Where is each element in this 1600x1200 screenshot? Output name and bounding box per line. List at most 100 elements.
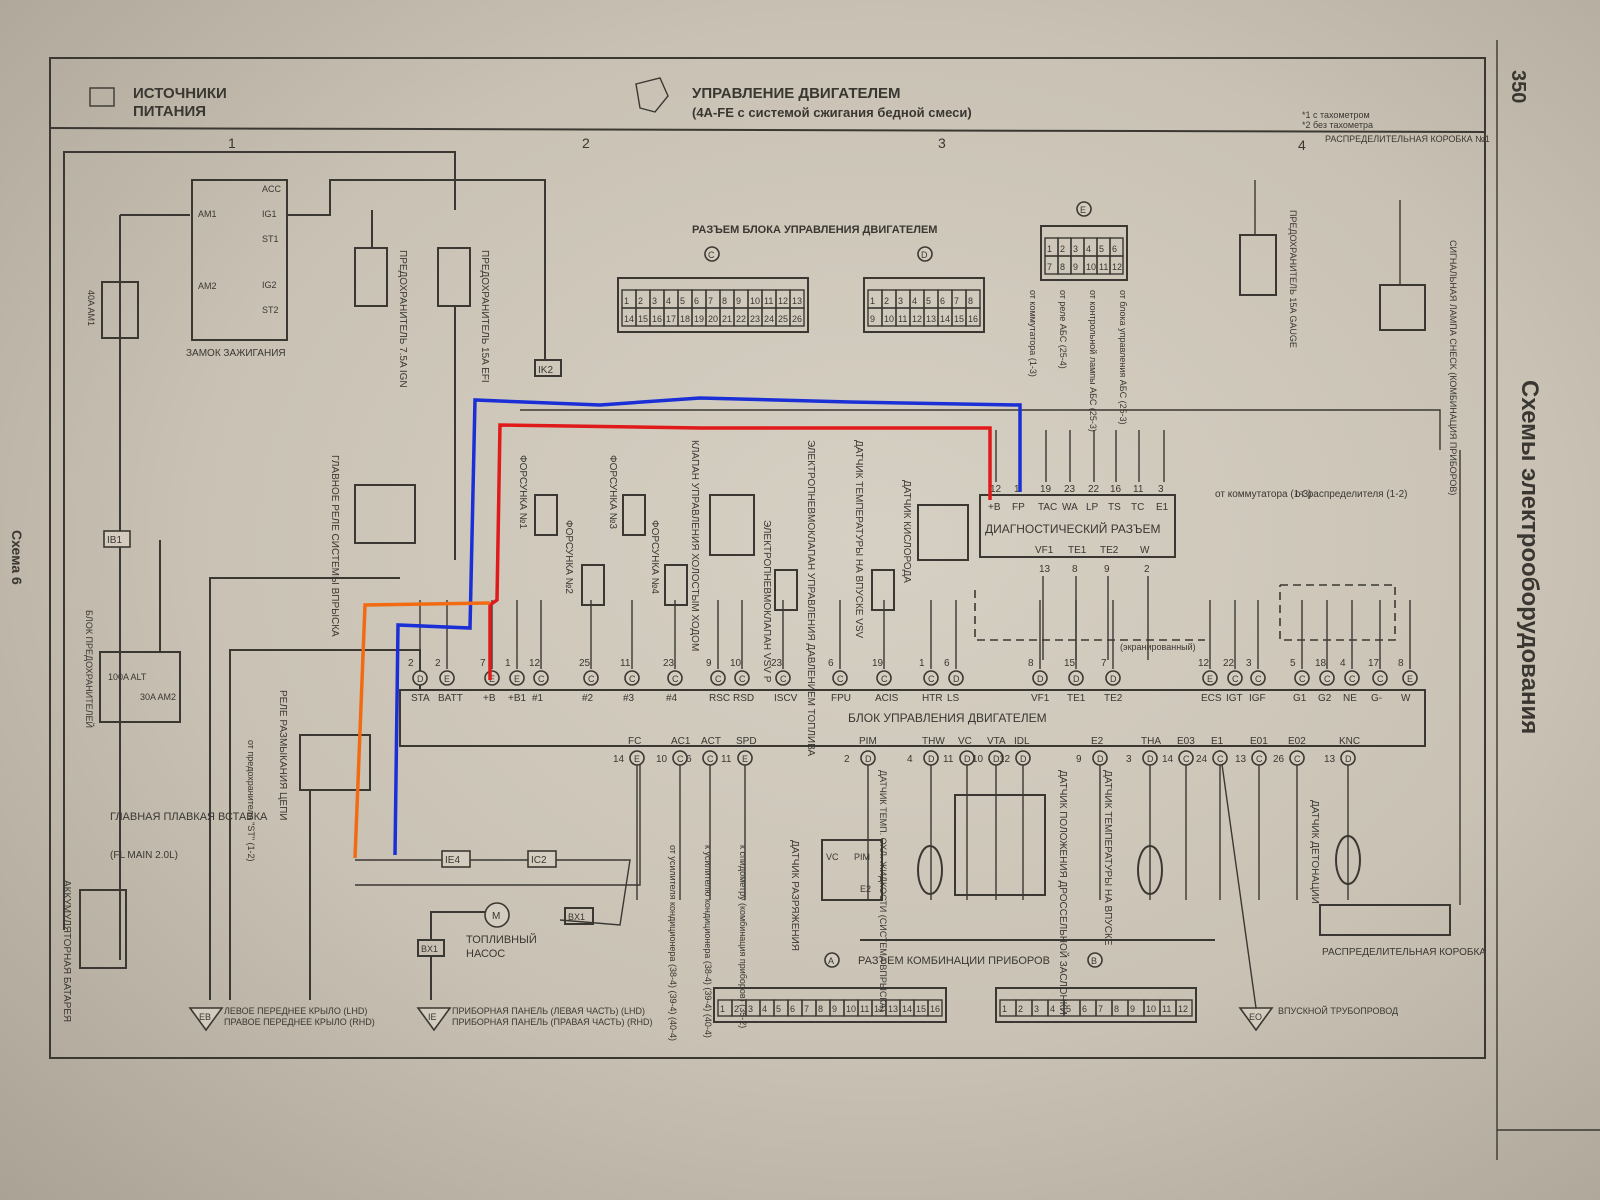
injector-1 <box>534 494 558 536</box>
ecu-pin-label-#1: #1 <box>532 693 544 704</box>
ecu-pin-connector-letter: D <box>1345 754 1352 764</box>
diag-pin-number: 19 <box>1040 484 1052 495</box>
ecu-pin-label-E1: E1 <box>1211 736 1224 747</box>
header-title: УПРАВЛЕНИЕ ДВИГАТЕЛЕМ <box>692 85 901 102</box>
injector-1-label: ФОРСУНКА №1 <box>517 455 528 529</box>
diag-pin-WA: WA <box>1062 502 1078 513</box>
injector-2-label: ФОРСУНКА №2 <box>563 520 574 594</box>
connector-housing <box>617 277 809 333</box>
connector-pin-number: 13 <box>888 1004 898 1014</box>
cluster-a-badge: A <box>828 956 834 966</box>
connector-pin-number: 9 <box>870 314 875 324</box>
red-overlay-wire <box>488 423 992 680</box>
connector-pin-number: 8 <box>1114 1004 1119 1014</box>
ecu-pin-connector <box>1068 670 1084 686</box>
connector-pin-number: 15 <box>638 314 648 324</box>
main-fusible-link-code: (FL MAIN 2.0L) <box>110 850 178 861</box>
ecu-pin-connector <box>1344 670 1360 686</box>
connector-pin-number: 4 <box>1050 1004 1055 1014</box>
coolant-temp-sensor <box>917 845 943 895</box>
connector-pin-number: 26 <box>792 314 802 324</box>
connector-pin-number: 12 <box>1178 1004 1188 1014</box>
junction-box-label: РАСПРЕДЕЛИТЕЛЬНАЯ КОРОБКА <box>1322 947 1486 958</box>
battery-icon <box>89 87 115 107</box>
ecu-pin-number: 24 <box>1196 754 1208 765</box>
connector-pin-number: 4 <box>666 296 671 306</box>
diag-pin-+B: +B <box>988 502 1001 513</box>
diag-pin-TS: TS <box>1108 502 1121 513</box>
diag-pin-TE2: TE2 <box>1100 545 1119 556</box>
diag-pin-TAC: TAC <box>1038 502 1057 513</box>
ecu-pin-number: 6 <box>828 658 834 669</box>
ecu-pin-number: 6 <box>686 754 692 765</box>
ign-pin-acc: ACC <box>262 184 282 194</box>
ecu-pin-number: 8 <box>1028 658 1034 669</box>
ground-eo-code: EO <box>1249 1012 1262 1022</box>
ecu-pin-connector-letter: D <box>1110 674 1117 684</box>
ecu-pin-connector-letter: C <box>715 674 722 684</box>
section-4: 4 <box>1298 137 1306 153</box>
ecu-pin-connector <box>832 670 848 686</box>
ecu-pin-label-E2: E2 <box>1091 736 1104 747</box>
connector-pin-number: 4 <box>1086 244 1091 254</box>
fuse-gauge-label: ПРЕДОХРАНИТЕЛЬ 15A GAUGE <box>1288 210 1298 348</box>
connector-pin-number: 10 <box>884 314 894 324</box>
engine-control-header: УПРАВЛЕНИЕ ДВИГАТЕЛЕМ (4A-FE с системой … <box>635 77 972 120</box>
connector-pin-number: 2 <box>734 1004 739 1014</box>
ecu-pin-connector <box>1105 670 1121 686</box>
connector-pin-number: 8 <box>818 1004 823 1014</box>
ecu-pin-label-ACT: ACT <box>701 736 721 747</box>
power-supply-section: 40A AM1 IB1 ЗАМОК ЗАЖИГАНИЯ ACC IG1 ST1 … <box>61 151 641 1022</box>
ecu-pin-label-FPU: FPU <box>831 693 851 704</box>
from-distributor-label: от распределителя (1-2) <box>1295 489 1407 500</box>
diag-pin-W: W <box>1140 545 1150 556</box>
ecu-pin-number: 8 <box>1398 658 1404 669</box>
ecu-pin-number: 12 <box>529 658 541 669</box>
ecu-pin-number: 1 <box>505 658 511 669</box>
diag-pin-number: 13 <box>1039 564 1051 575</box>
injector-4-label: ФОРСУНКА №4 <box>649 520 660 594</box>
ground-eb-text-2: ПРАВОЕ ПЕРЕДНЕЕ КРЫЛО (RHD) <box>224 1017 375 1027</box>
ecu-pin-connector <box>667 670 683 686</box>
connector-ik2-label: IK2 <box>538 365 553 376</box>
connector-pin-number: 8 <box>722 296 727 306</box>
cluster-b-badge: B <box>1091 956 1097 966</box>
connector-pin-number: 2 <box>1018 1004 1023 1014</box>
connector-pin-number: 13 <box>792 296 802 306</box>
ecu-pin-number: 19 <box>872 658 884 669</box>
connector-pin-number: 6 <box>694 296 699 306</box>
connector-pin-number: 10 <box>1086 262 1096 272</box>
main-relay-label: ГЛАВНОЕ РЕЛЕ СИСТЕМЫ ВПРЫСКА <box>329 455 340 637</box>
section-1: 1 <box>228 135 236 151</box>
fuse-15a-gauge <box>1239 234 1277 296</box>
connector-pin-number: 1 <box>870 296 875 306</box>
ecu-pin-label-VC: VC <box>958 736 972 747</box>
ecu-pin-number: 2 <box>408 658 414 669</box>
connector-pin-number: 12 <box>912 314 922 324</box>
connector-bx1-label: BX1 <box>568 912 585 922</box>
ecu-pin-label-STA: STA <box>411 693 430 704</box>
connector-pin-number: 5 <box>776 1004 781 1014</box>
ecu-pin-label-+B1: +B1 <box>508 693 527 704</box>
diag-input-2: от реле АБС (25-4) <box>1058 290 1068 369</box>
connector-pin-number: 17 <box>666 314 676 324</box>
oxygen-sensor <box>917 504 969 561</box>
header-power-line1: ИСТОЧНИКИ <box>133 85 227 102</box>
connector-pin-number: 19 <box>694 314 704 324</box>
connector-pin-number: 16 <box>968 314 978 324</box>
connector-pin-number: 1 <box>720 1004 725 1014</box>
ecu-pin-connector <box>533 670 549 686</box>
connector-bx1-lower-label: BX1 <box>421 944 438 954</box>
fuse-7-5a-ign <box>354 247 388 307</box>
ecu-pin-number: 17 <box>1368 658 1380 669</box>
connector-pin-number: 1 <box>1047 244 1052 254</box>
diag-pin-TC: TC <box>1131 502 1144 513</box>
connector-pin-number: 4 <box>912 296 917 306</box>
sensor-section: VC PIM E2 ДАТЧИК РАЗРЯЖЕНИЯ ДАТЧИК ТЕМП.… <box>668 770 1361 1041</box>
ecu-connector-title: РАЗЪЕМ БЛОКА УПРАВЛЕНИЯ ДВИГАТЕЛЕМ <box>692 224 937 236</box>
connector-pin-number: 18 <box>680 314 690 324</box>
intake-vsv-label: ДАТЧИК ТЕМПЕРАТУРЫ НА ВПУСКЕ VSV <box>853 440 864 639</box>
connector-housing <box>995 987 1197 1023</box>
diag-pin-E1: E1 <box>1156 502 1169 513</box>
ecu-pin-number: 18 <box>1315 658 1327 669</box>
